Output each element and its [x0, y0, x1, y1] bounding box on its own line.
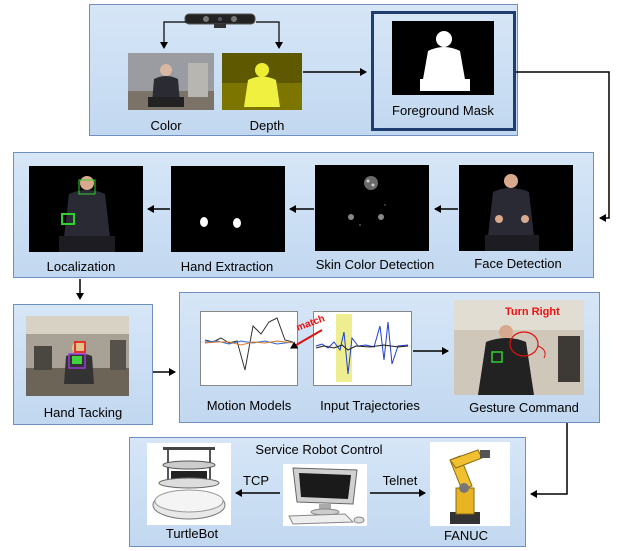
depth-label: Depth [249, 118, 285, 133]
fanuc-robot-image [430, 442, 510, 526]
gesture-command-label: Gesture Command [469, 400, 579, 415]
motion-models-plot [200, 311, 298, 386]
turn-right-annotation: Turn Right [505, 306, 560, 318]
fanuc-label: FANUC [443, 528, 489, 543]
foreground-mask-label: Foreground Mask [392, 103, 494, 118]
arrow-kinect-to-depth [256, 21, 283, 49]
skin-color-detection-image [315, 165, 429, 251]
color-image [128, 53, 214, 110]
input-trajectories-plot [313, 311, 412, 386]
arrow-kinect-to-color [160, 21, 186, 49]
gesture-command-image [454, 300, 584, 395]
computer-image [283, 464, 367, 526]
face-detection-label: Face Detection [474, 256, 562, 271]
hand-extraction-image [171, 166, 285, 252]
color-label: Color [150, 118, 182, 133]
hand-tracking-image [26, 316, 129, 396]
face-detection-image [459, 165, 573, 251]
arrow-gesture-to-robot [530, 423, 568, 498]
service-robot-control-label: Service Robot Control [255, 442, 383, 457]
skin-color-detection-label: Skin Color Detection [315, 257, 435, 272]
localization-label: Localization [46, 259, 116, 274]
telnet-label: Telnet [382, 473, 418, 488]
localization-image [29, 166, 143, 252]
tcp-label: TCP [243, 473, 269, 488]
arrow-mask-to-face [516, 71, 610, 222]
hand-extraction-label: Hand Extraction [180, 259, 274, 274]
depth-image [222, 53, 302, 110]
foreground-mask-image [392, 21, 494, 95]
kinect-sensor-icon [184, 11, 256, 29]
arrow-match [290, 329, 323, 349]
turtlebot-label: TurtleBot [165, 526, 219, 541]
turtlebot-image [147, 443, 231, 525]
hand-tracking-label: Hand Tacking [43, 405, 123, 420]
motion-models-label: Motion Models [206, 398, 292, 413]
input-trajectories-label: Input Trajectories [320, 398, 420, 413]
